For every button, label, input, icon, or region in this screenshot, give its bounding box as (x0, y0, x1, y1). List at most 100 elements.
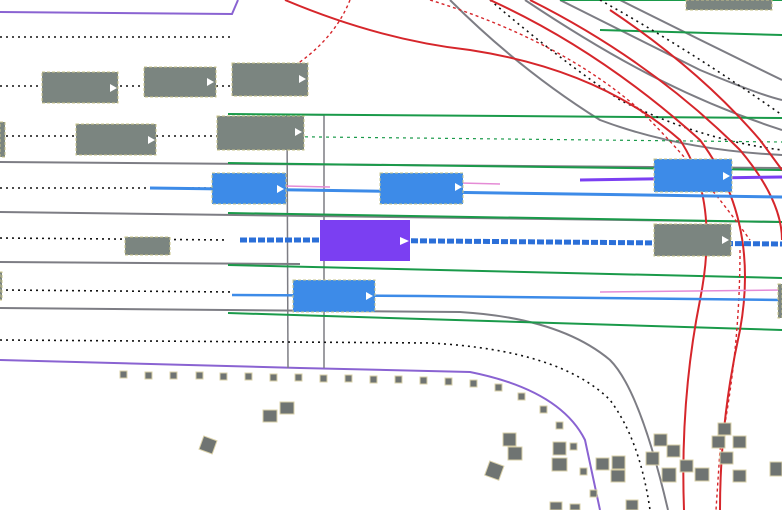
curve-edge-4 (619, 0, 782, 81)
pedestrian (732, 435, 747, 449)
pedestrian (279, 401, 295, 415)
pedestrian (269, 373, 278, 382)
pedestrian (549, 501, 563, 510)
direction-arrow-icon (148, 136, 155, 144)
pedestrian (394, 375, 403, 384)
pedestrian (769, 461, 782, 477)
vehicle-blue (379, 172, 464, 205)
vehicle-blue (653, 158, 733, 193)
pedestrian (711, 435, 726, 449)
pedestrian (595, 457, 610, 471)
pedestrian (555, 421, 564, 430)
direction-arrow-icon (366, 292, 373, 300)
pedestrians (119, 370, 782, 510)
green-lane-top-2 (599, 29, 782, 36)
pedestrian (344, 374, 353, 383)
bottom-boundary (0, 359, 601, 510)
pedestrian (579, 467, 588, 476)
trail-pink-3 (599, 289, 782, 293)
trail-pink-1 (284, 185, 331, 188)
route-red-dashed-1 (269, 0, 351, 81)
route-curves (269, 0, 782, 510)
direction-arrow-icon (455, 183, 462, 191)
pedestrian (552, 441, 567, 456)
route-red-2 (489, 0, 746, 510)
pedestrian (369, 375, 378, 384)
vehicle-gray (777, 283, 782, 319)
vehicle-gray (0, 271, 3, 301)
vehicle-gray (231, 62, 309, 97)
green-lane-3 (227, 212, 782, 223)
green-lane-4 (227, 264, 782, 279)
top-boundary (0, 0, 239, 16)
pedestrian (539, 405, 548, 414)
blue-vehicles (211, 158, 733, 313)
direction-arrow-icon (295, 128, 302, 136)
pedestrian (551, 457, 568, 472)
pedestrian (611, 455, 626, 470)
pedestrian (694, 467, 710, 482)
centerline-6 (0, 289, 233, 293)
vehicle-blue (211, 172, 287, 205)
route-red-3 (529, 0, 782, 241)
pedestrian (319, 374, 328, 383)
pedestrian (645, 451, 660, 466)
pedestrian (219, 372, 228, 381)
pedestrian (169, 371, 178, 380)
curve-edge-3 (559, 0, 782, 101)
vehicle-gray (41, 71, 119, 104)
green-dashed (227, 135, 782, 143)
vehicle-gray (143, 66, 217, 98)
curve-edge-1 (449, 0, 782, 156)
pedestrian (732, 469, 747, 483)
road-boundaries (0, 0, 601, 510)
direction-arrow-icon (400, 237, 409, 245)
green-lane-5 (227, 312, 782, 331)
lane-edge-3 (0, 261, 301, 265)
pedestrian (444, 377, 453, 386)
pedestrian (195, 371, 204, 380)
direction-arrow-icon (722, 236, 729, 244)
pedestrian (507, 446, 523, 461)
direction-arrow-icon (110, 84, 117, 92)
pedestrian (119, 370, 128, 379)
pedestrian (494, 383, 503, 392)
pedestrian (294, 373, 303, 382)
lane-lines (227, 0, 782, 331)
vehicle-gray (75, 123, 157, 156)
lane-edge-4 (0, 307, 669, 510)
direction-arrow-icon (299, 75, 306, 83)
pedestrian (469, 379, 478, 388)
pedestrian (419, 376, 428, 385)
pedestrian (484, 460, 505, 481)
pedestrian (569, 442, 578, 451)
pedestrian (719, 451, 734, 465)
pedestrian (262, 409, 278, 423)
vehicle-gray (216, 115, 305, 151)
pedestrian (502, 432, 517, 447)
pedestrian (244, 372, 253, 381)
direction-arrow-icon (723, 172, 730, 180)
pedestrian (198, 435, 218, 455)
vehicle-gray (685, 0, 773, 11)
gray-vehicles (0, 0, 782, 319)
pedestrian (717, 422, 732, 436)
centerline-9 (599, 0, 782, 116)
route-red-1 (284, 0, 708, 510)
green-lane-1 (227, 113, 782, 119)
pedestrian (569, 503, 581, 510)
pedestrian (517, 392, 526, 401)
pedestrian (610, 469, 626, 483)
route-red-4 (609, 9, 782, 171)
direction-arrow-icon (207, 78, 214, 86)
centerline-7 (0, 339, 651, 510)
vehicle-gray (0, 121, 6, 158)
centerline-5 (0, 237, 229, 241)
pedestrian (589, 489, 598, 498)
pedestrian (666, 444, 681, 458)
ego-vehicle (320, 220, 410, 261)
pedestrian (661, 467, 677, 483)
trail-pink-2 (459, 182, 501, 185)
pedestrian (653, 433, 668, 447)
